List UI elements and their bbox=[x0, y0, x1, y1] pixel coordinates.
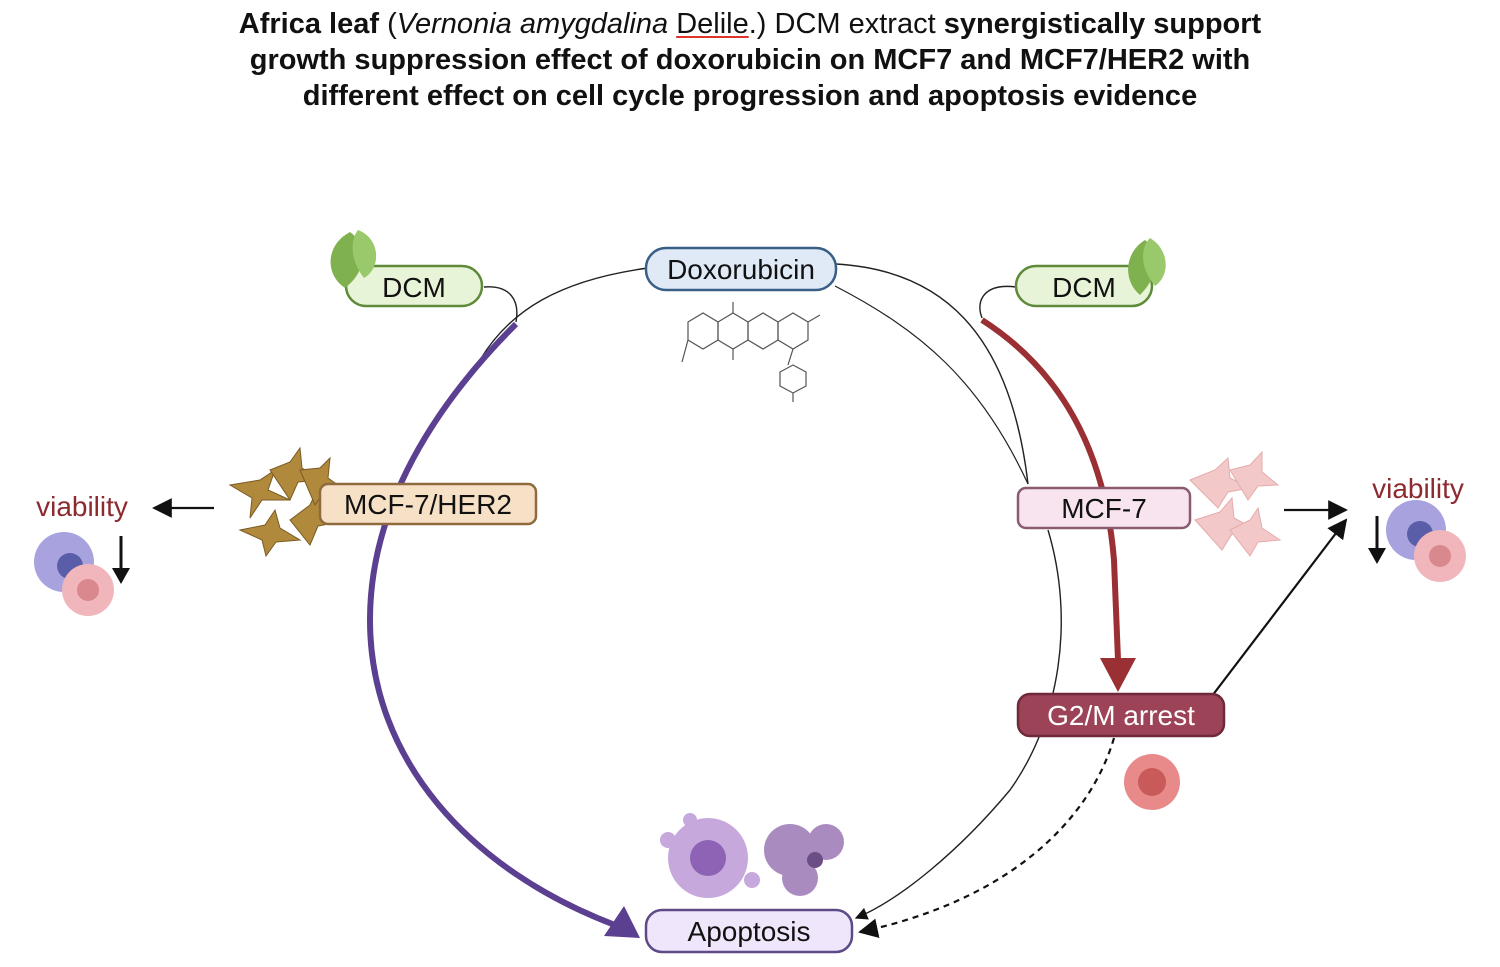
purple-arrow-her2-apoptosis bbox=[366, 321, 617, 928]
dcm-right-node: DCM bbox=[1014, 264, 1154, 308]
mcf7-her2-node: MCF-7/HER2 bbox=[318, 482, 538, 526]
mcf7-node: MCF-7 bbox=[1016, 486, 1192, 530]
leaf-right-icon bbox=[1128, 238, 1166, 295]
title-extract: .) DCM extract bbox=[748, 8, 944, 40]
connector-dox-right-top bbox=[835, 263, 1029, 485]
doxorubicin-structure-icon bbox=[681, 302, 821, 402]
connector-mcf7-apoptosis bbox=[854, 529, 1062, 920]
apoptosis-node: Apoptosis bbox=[644, 908, 854, 954]
mcf7-her2-cells-icon bbox=[228, 446, 347, 558]
viability-right-cells-icon bbox=[1386, 500, 1466, 582]
title-bold-africa-leaf: Africa leaf bbox=[238, 8, 380, 40]
apoptotic-cells-icon bbox=[660, 813, 844, 898]
down-arrow-right-icon bbox=[1368, 516, 1386, 564]
viability-left-label: viability bbox=[36, 491, 128, 522]
apoptosis-label: Apoptosis bbox=[688, 916, 811, 947]
g2m-node: G2/M arrest bbox=[1016, 692, 1226, 738]
connector-dox-right-inner bbox=[834, 285, 1029, 485]
title-open-paren: ( bbox=[379, 8, 397, 40]
arrested-cell-icon bbox=[1124, 754, 1180, 810]
arrow-g2m-viability bbox=[1211, 518, 1348, 697]
title-line-1: Africa leaf (Vernonia amygdalina Delile.… bbox=[0, 6, 1500, 42]
doxorubicin-label: Doxorubicin bbox=[667, 254, 815, 285]
connector-dox-left bbox=[479, 267, 649, 361]
red-arrow-head bbox=[1100, 658, 1136, 692]
title-author: Delile bbox=[676, 8, 749, 40]
red-arrow-mcf7-g2m bbox=[980, 317, 1121, 661]
connector-dcm-right-tail bbox=[979, 285, 1017, 319]
figure-title: Africa leaf (Vernonia amygdalina Delile.… bbox=[0, 6, 1500, 114]
viability-left-cells-icon bbox=[34, 532, 114, 616]
purple-arrow-head bbox=[604, 906, 640, 938]
dashed-arrow-g2m-apoptosis bbox=[858, 737, 1116, 938]
mcf7-label: MCF-7 bbox=[1061, 493, 1147, 524]
leaf-left-icon bbox=[330, 230, 377, 288]
mcf7-her2-label: MCF-7/HER2 bbox=[344, 489, 512, 520]
dcm-right-label: DCM bbox=[1052, 272, 1116, 303]
title-line-2: growth suppression effect of doxorubicin… bbox=[249, 44, 1251, 76]
viability-right-label: viability bbox=[1372, 473, 1464, 504]
dcm-left-node: DCM bbox=[344, 264, 484, 308]
connector-dcm-left-tail bbox=[483, 286, 518, 323]
title-species: Vernonia amygdalina bbox=[396, 8, 669, 40]
doxorubicin-node: Doxorubicin bbox=[644, 246, 838, 292]
g2m-label: G2/M arrest bbox=[1047, 700, 1195, 731]
title-synergistic: synergistically support bbox=[943, 8, 1262, 40]
dcm-left-label: DCM bbox=[382, 272, 446, 303]
down-arrow-left-icon bbox=[112, 536, 130, 584]
title-line-3: different effect on cell cycle progressi… bbox=[302, 80, 1198, 112]
mcf7-cells-icon bbox=[1189, 450, 1282, 557]
